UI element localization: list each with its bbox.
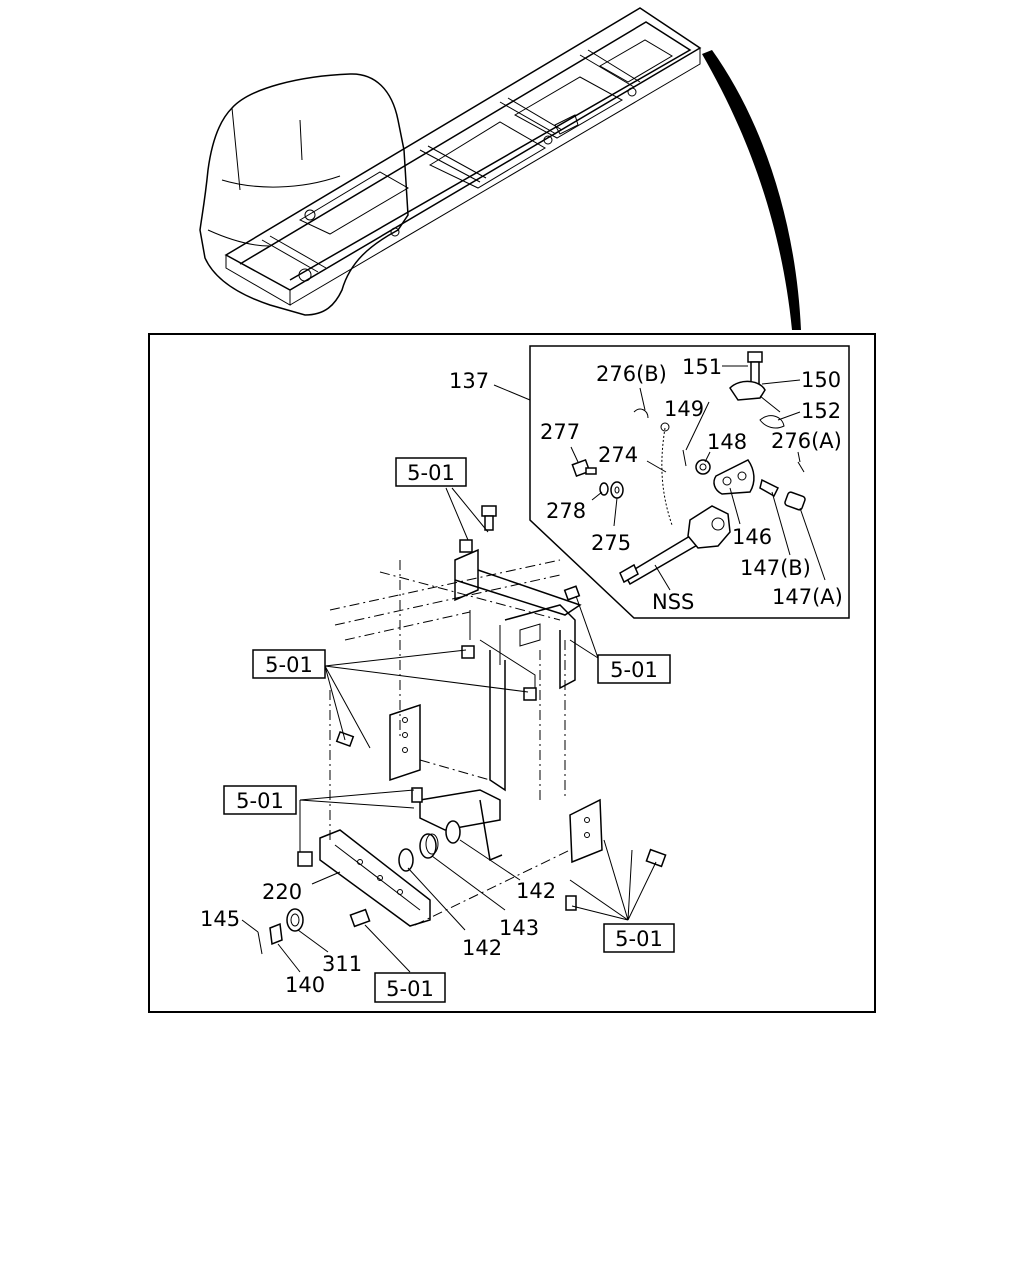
callout-149: 149 (664, 397, 704, 421)
callout-311: 311 (322, 952, 362, 976)
callouts: 137 151 150 152 276(B) 276(A) 149 277 14… (200, 355, 843, 997)
ref-box-bottom: 5-01 (374, 972, 446, 1003)
callout-276a: 276(A) (771, 429, 842, 453)
callout-275: 275 (591, 531, 631, 555)
callout-145: 145 (200, 907, 240, 931)
callout-151: 151 (682, 355, 722, 379)
callout-276b: 276(B) (596, 362, 667, 386)
callout-137: 137 (449, 369, 489, 393)
detail-frame (148, 333, 876, 1013)
ref-label: 5-01 (236, 789, 284, 813)
callout-150: 150 (801, 368, 841, 392)
callout-147a: 147(A) (772, 585, 843, 609)
callout-147b: 147(B) (740, 556, 811, 580)
ref-label: 5-01 (407, 461, 455, 485)
ref-box-left-upper: 5-01 (252, 649, 326, 679)
ref-box-left-middle: 5-01 (223, 785, 297, 815)
callout-277: 277 (540, 420, 580, 444)
bracket-assembly (257, 505, 667, 955)
callout-148: 148 (707, 430, 747, 454)
ref-box-right-upper: 5-01 (597, 654, 671, 684)
main-leaders (241, 487, 657, 973)
inset-box (529, 345, 850, 619)
callout-142: 142 (516, 879, 556, 903)
callout-152: 152 (801, 399, 841, 423)
ref-box-right-lower: 5-01 (603, 923, 675, 953)
callout-140: 140 (285, 973, 325, 997)
callout-nss: NSS (652, 590, 694, 614)
callout-278: 278 (546, 499, 586, 523)
callout-143: 143 (499, 916, 539, 940)
inset-parts (571, 351, 806, 586)
truck-overview (199, 7, 702, 316)
callout-142: 142 (462, 936, 502, 960)
inset-leaders (493, 365, 826, 591)
locator-arrow (702, 50, 801, 330)
ref-label: 5-01 (265, 653, 313, 677)
callout-274: 274 (598, 443, 638, 467)
ref-label: 5-01 (610, 658, 658, 682)
callout-220: 220 (262, 880, 302, 904)
ref-label: 5-01 (615, 927, 663, 951)
ref-box-top: 5-01 (395, 457, 467, 487)
ref-label: 5-01 (386, 977, 434, 1001)
callout-146: 146 (732, 525, 772, 549)
